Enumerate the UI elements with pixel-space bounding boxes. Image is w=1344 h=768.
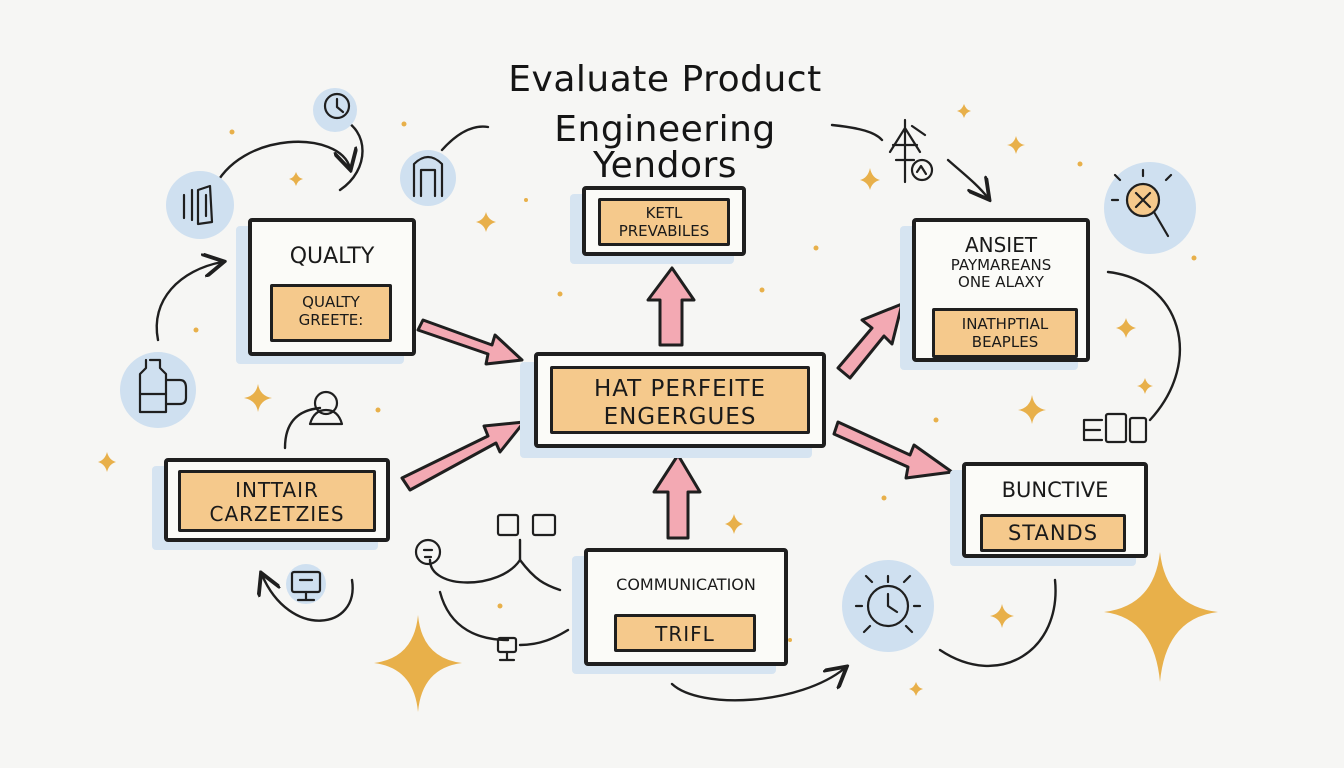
arrow-initial-to-center [400, 420, 526, 492]
connector-curve [670, 668, 845, 702]
highlight-line: KETL [645, 204, 683, 222]
arrow-quality-to-center [416, 318, 524, 366]
heading-line: ANSIET [964, 233, 1038, 257]
sparkle-star [957, 104, 971, 118]
arch-icon [400, 150, 456, 206]
node-center-highlight: HAT PERFEITE ENGERGUES [550, 366, 810, 434]
node-bunctive-heading: BUNCTIVE [1001, 478, 1109, 502]
sparkle-dot [375, 407, 381, 413]
sparkle-star [98, 452, 116, 472]
sparkle-dot [1077, 161, 1083, 167]
highlight-line: HAT PERFEITE [593, 376, 767, 402]
arrow-center-to-answer [836, 302, 904, 380]
node-answer: ANSIET PAYMAREANS ONE ALAXY INATHPTIAL B… [912, 218, 1090, 362]
highlight-line: GREETE: [298, 311, 364, 330]
sparkle-star [1018, 395, 1046, 424]
connector-curve [211, 140, 350, 192]
plug-icon [1082, 412, 1148, 444]
sparkle-star [1007, 136, 1025, 154]
diagram-title-line-2: Engineering Yendors [554, 109, 776, 186]
connector-curve [428, 557, 562, 592]
highlight-line: INTTAIR [235, 478, 319, 502]
node-quality-heading: QUALTY [289, 244, 375, 269]
node-kpis-highlight: KETL PREVABILES [598, 198, 730, 246]
connector-curve [830, 123, 884, 142]
sparkle-dot [497, 603, 503, 609]
sparkle-star [990, 604, 1014, 628]
sparkle-dot [759, 287, 765, 293]
highlight-line: PREVABILES [618, 222, 710, 241]
node-quality-highlight: QUALTY GREETE: [270, 284, 392, 342]
sparkle-dot [788, 638, 792, 642]
small-face-icon [414, 538, 442, 566]
highlight-line: INATHPTIAL [961, 315, 1049, 333]
connector-curve [946, 158, 988, 198]
node-communication-heading: COMMUNICATION [616, 575, 756, 594]
alarm-clock-icon [842, 560, 934, 652]
highlight-line: BEAPLES [971, 333, 1039, 352]
node-communication-highlight: TRIFL [614, 614, 756, 652]
sparkle-star [374, 615, 462, 712]
arrow-center-to-kpis [646, 266, 696, 347]
sparkle-dot [557, 291, 563, 297]
sparkle-star [244, 384, 272, 412]
monitor-icon [286, 564, 326, 604]
sparkle-dot [813, 245, 819, 251]
highlight-line: STANDS [1007, 521, 1099, 545]
sparkle-dot [881, 495, 887, 501]
arrow-communication-to-center [652, 453, 702, 540]
node-answer-heading: ANSIET PAYMAREANS ONE ALAXY [916, 234, 1086, 292]
node-quality: QUALTY QUALTY GREETE: [248, 218, 416, 356]
sparkle-star [476, 212, 496, 232]
node-kpis: KETL PREVABILES [582, 186, 746, 256]
sparkle-star [860, 168, 880, 190]
tree-icon [888, 118, 934, 184]
sparkle-star [725, 514, 743, 534]
sparkle-dot [1191, 255, 1197, 261]
connector-curve [938, 578, 1057, 668]
clock-icon [313, 88, 357, 132]
connector-curve [440, 125, 490, 152]
connector-curve [518, 628, 570, 647]
node-communication: COMMUNICATION TRIFL [584, 548, 788, 666]
highlight-line: TRIFL [655, 622, 715, 646]
heading-line: ONE ALAXY [958, 273, 1044, 292]
connector-curve [283, 406, 322, 450]
highlight-line: ENGERGUES [603, 404, 757, 431]
person-icon [308, 390, 344, 426]
highlight-line: CARZETZIES [209, 502, 345, 527]
sparkle-dot [193, 327, 199, 333]
node-bunctive-highlight: STANDS [980, 514, 1126, 552]
diagram-title-line-1: Evaluate Product [508, 59, 822, 100]
terminal-icon [496, 636, 518, 662]
node-answer-highlight: INATHPTIAL BEAPLES [932, 308, 1078, 358]
connector-curve [155, 262, 222, 342]
highlight-line: QUALTY [302, 293, 360, 311]
sparkle-star [289, 172, 303, 186]
jar-icon [120, 352, 196, 428]
sparkle-star [1137, 378, 1153, 394]
heading-line: PAYMAREANS [950, 256, 1052, 274]
square-pair-icon [496, 513, 557, 537]
node-initial-highlight: INTTAIR CARZETZIES [178, 470, 376, 532]
sparkle-dot [933, 417, 939, 423]
magnifier-icon [1104, 162, 1196, 254]
connector-curve [1106, 270, 1182, 422]
node-center: HAT PERFEITE ENGERGUES [534, 352, 826, 448]
sparkle-star [909, 682, 923, 696]
sparkle-dot [229, 129, 235, 135]
sparkle-star [1104, 552, 1218, 682]
connector-curve [438, 590, 510, 642]
connector-curve [262, 575, 354, 622]
node-bunctive: BUNCTIVE STANDS [962, 462, 1148, 558]
sparkle-star [1116, 318, 1136, 338]
arrow-center-to-bunctive [832, 420, 954, 480]
sparkle-dot [524, 198, 528, 202]
sparkle-dot [401, 121, 407, 127]
bars-icon [166, 171, 234, 239]
node-initial: INTTAIR CARZETZIES [164, 458, 390, 542]
